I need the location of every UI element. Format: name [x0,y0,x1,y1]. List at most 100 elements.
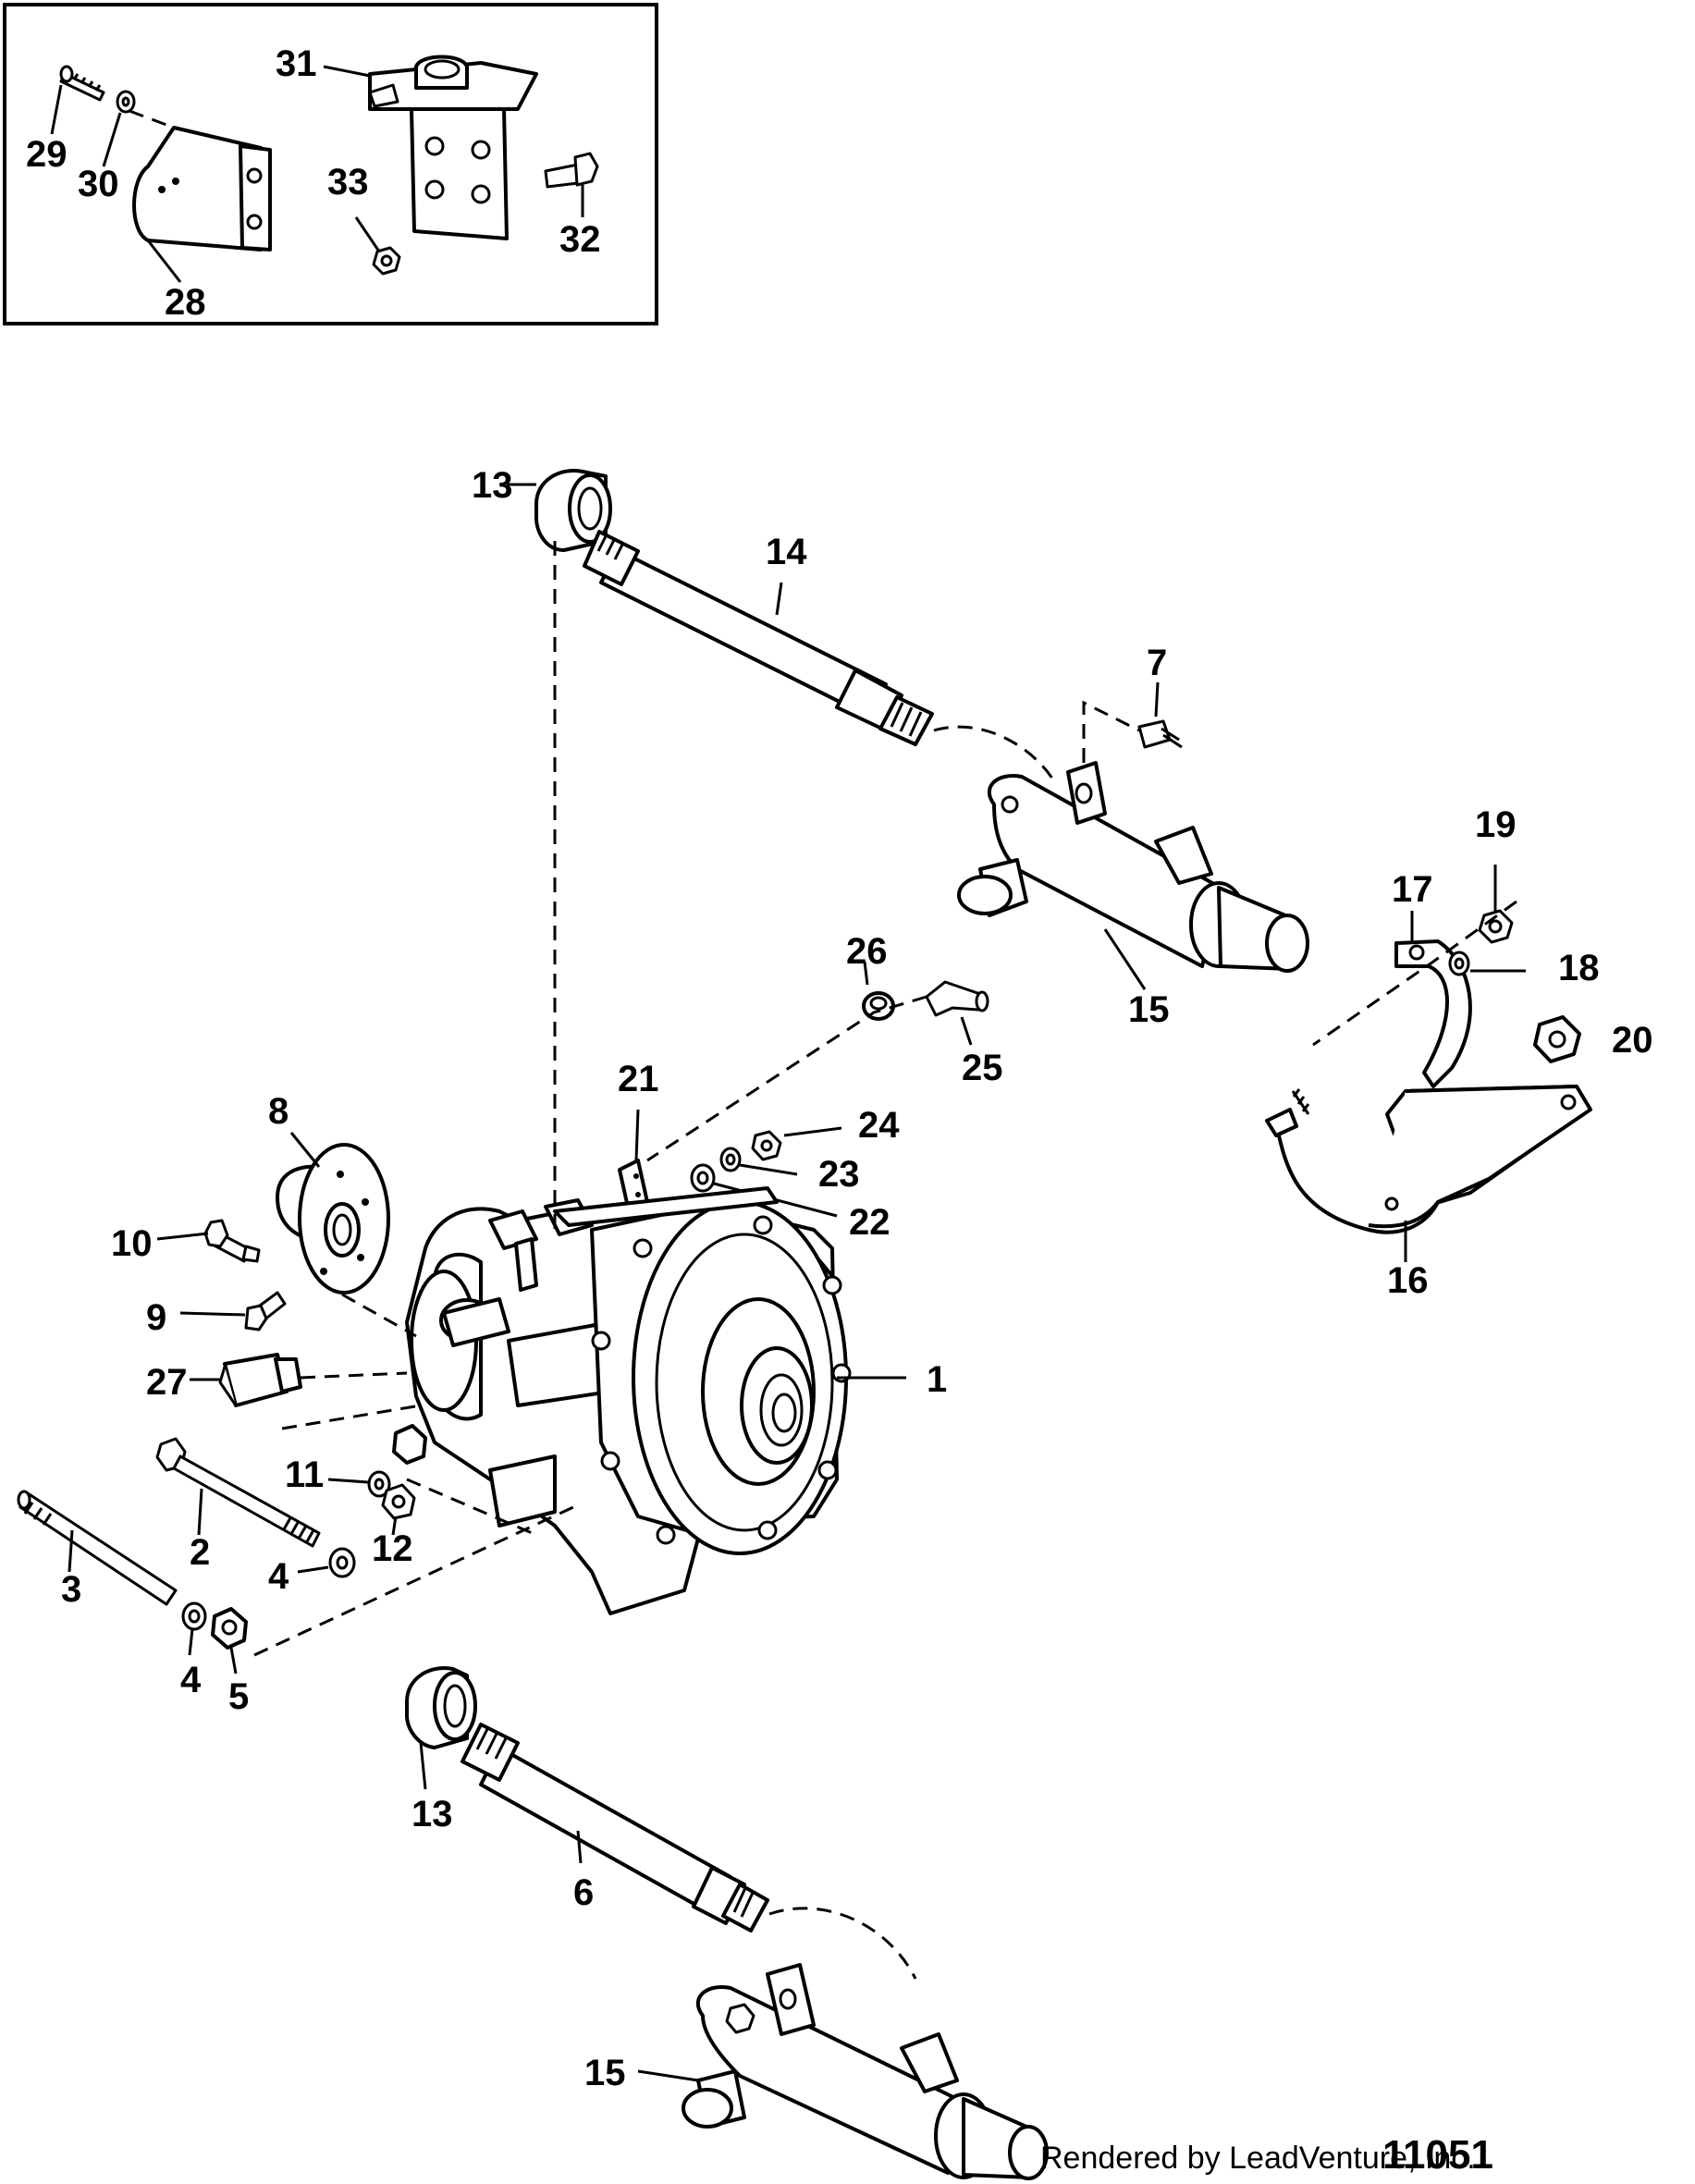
part-8-flange [276,1143,390,1294]
leader-11 [327,1478,369,1484]
label-18: 18 [1558,948,1600,988]
dash-clamp-hardware [1312,900,1517,1047]
label-12: 12 [372,1528,413,1569]
label-15-lower: 15 [584,2053,626,2093]
leader-21 [634,1109,640,1161]
part-11-washer [367,1470,391,1498]
leader-10 [156,1232,209,1241]
leader-30 [102,112,122,167]
label-16: 16 [1387,1260,1429,1301]
label-4-lower: 4 [180,1660,202,1700]
label-17: 17 [1392,869,1433,910]
label-29: 29 [26,134,68,175]
label-24: 24 [858,1105,900,1146]
label-21: 21 [618,1059,659,1099]
label-31: 31 [276,43,317,84]
dash-sensor-7 [1082,700,1140,763]
part-10-fitting [203,1219,261,1263]
part-33-nut [372,246,401,276]
part-28-bracket [129,109,272,252]
part-19-nut [1478,909,1514,944]
part-13-elbow-top [534,469,612,552]
part-6-pipe [461,1723,769,1932]
dash-8-housing [341,1293,417,1338]
dash-27-housing [300,1371,408,1380]
part-30-washer [116,90,136,114]
label-33: 33 [327,162,369,202]
part-15-manifold-lower [682,1963,1049,2180]
part-3-stud [17,1490,178,1606]
label-14: 14 [766,532,807,572]
label-27: 27 [146,1362,188,1403]
leader-29 [50,84,63,135]
part-29-screw [59,65,105,102]
label-1: 1 [927,1359,947,1400]
leader-24 [783,1126,842,1137]
part-31-mount [368,55,538,240]
part-20-nut [1533,1015,1581,1063]
leader-13b [419,1742,427,1790]
label-32: 32 [559,219,601,260]
part-13-elbow-lower [405,1666,477,1749]
leader-12 [391,1515,398,1536]
label-15-upper: 15 [1128,989,1170,1030]
leader-14 [775,582,783,616]
part-27-sender [218,1353,302,1407]
label-4-upper: 4 [268,1556,289,1597]
leader-26 [863,961,869,986]
inset-frame [3,3,658,325]
part-7-sensor [1137,719,1183,749]
leader-4b [188,1628,194,1656]
part-1-transmission [392,1186,852,1615]
label-22: 22 [849,1202,890,1243]
leader-25 [960,1016,973,1046]
label-30: 30 [78,164,119,204]
label-13-top: 13 [472,465,513,506]
part-22-washer [690,1163,716,1193]
part-4-washer-a [328,1547,356,1578]
leader-3 [68,1529,74,1573]
part-15-manifold-upper [957,761,1309,973]
dash-26-21 [646,995,927,1162]
leader-15b [637,2069,699,2082]
dash-hose-14-15 [933,725,1056,782]
label-19: 19 [1475,804,1517,845]
label-2: 2 [190,1532,210,1573]
part-14-pipe [583,530,934,746]
part-16-bracket-clamp [1265,1085,1592,1234]
label-9: 9 [146,1297,166,1338]
leader-4a [297,1565,329,1574]
part-25-elbow-fitting [925,980,989,1017]
leader-8 [289,1132,321,1168]
leader-31 [323,65,371,78]
part-2-bolt [155,1437,321,1548]
leader-23 [739,1163,798,1176]
part-18-washer [1448,951,1470,976]
label-3: 3 [61,1569,81,1610]
label-5: 5 [228,1676,249,1717]
leader-28 [146,239,182,283]
leader-9 [179,1311,246,1317]
leader-2 [197,1488,203,1536]
diagram-code: 11051 [1382,2132,1493,2178]
label-11: 11 [285,1454,324,1495]
label-25: 25 [962,1048,1003,1088]
leader-5 [229,1647,238,1675]
label-26: 26 [846,931,888,972]
dash-2-housing [281,1404,422,1430]
leader-6 [576,1830,583,1864]
label-20: 20 [1612,1020,1653,1061]
dash-hose-6-15 [768,1907,917,1980]
part-23-washer [719,1147,742,1172]
label-6: 6 [573,1872,594,1913]
part-32-bolt [544,152,599,189]
part-12-nut [381,1483,416,1520]
leader-15a [1103,928,1147,990]
part-24-nut [751,1130,782,1161]
footer-credit: Rendered by LeadVenture, Inc. [1040,2141,1476,2176]
inset-panel: 29 30 28 31 33 32 [3,3,658,325]
dash-5-housing [253,1505,574,1657]
leader-33 [354,216,381,252]
label-7: 7 [1147,643,1167,683]
